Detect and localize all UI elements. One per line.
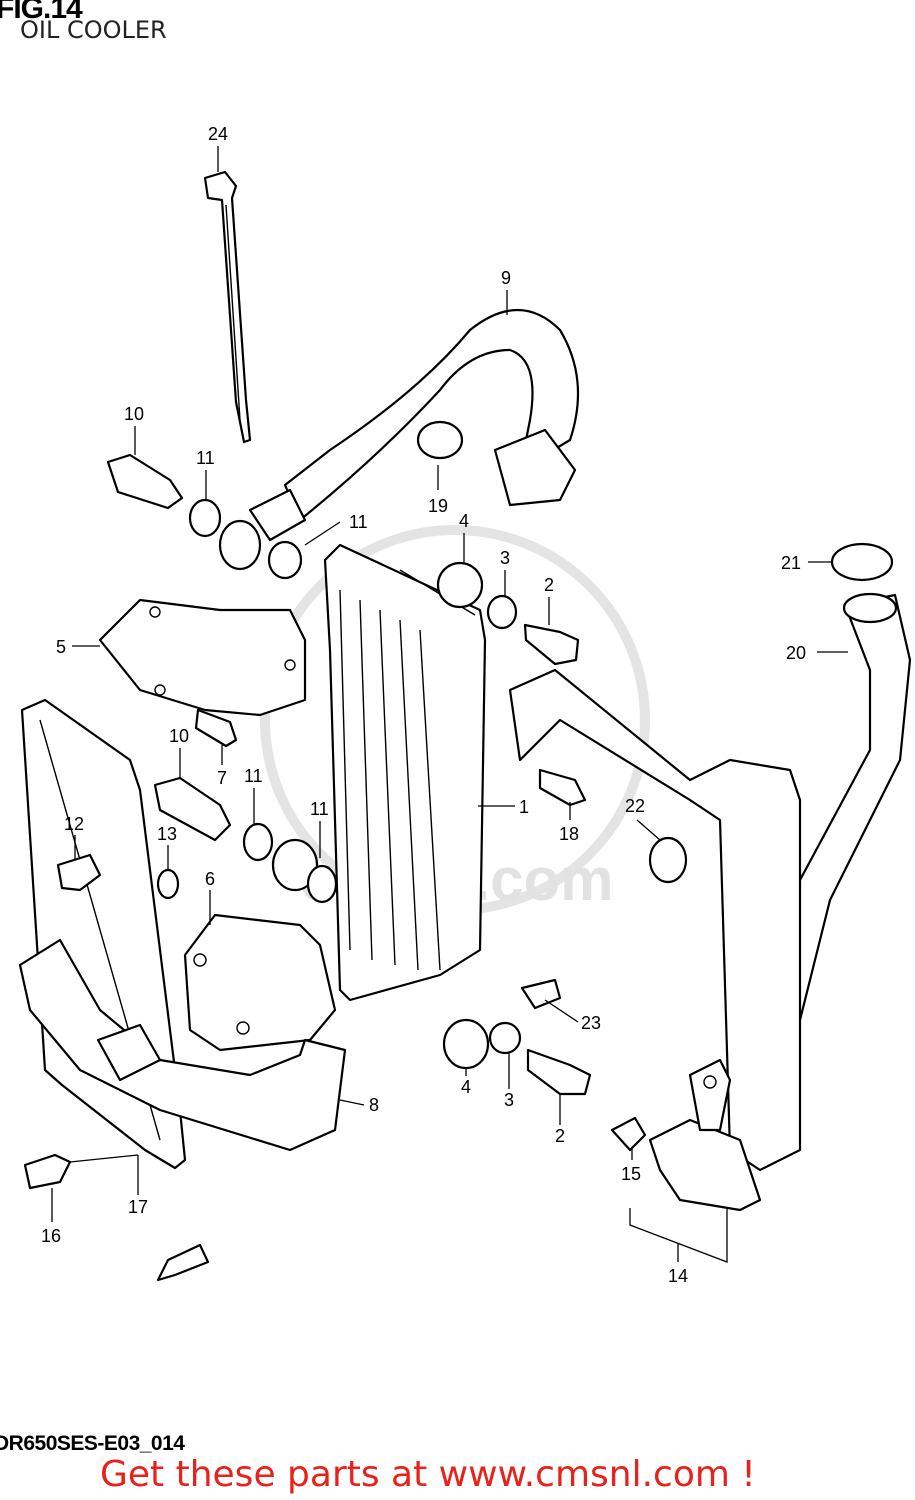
part-washer-22 [648,836,688,884]
callout-24: 24 [208,124,228,144]
callout-6: 6 [205,869,215,889]
part-o-ring-21 [830,542,894,582]
callout-20: 20 [786,643,806,663]
part-bolt-18 [538,768,587,807]
callout-19: 19 [428,496,448,516]
cta-link[interactable]: Get these parts at www.cmsnl.com ! [100,1454,756,1495]
part-cable-tie [203,170,252,444]
part-banjo-bolt-upper [106,453,307,580]
part-bolt-12 [56,853,102,892]
callout-21: 21 [781,553,801,573]
callout-22: 22 [625,796,645,816]
part-banjo-bolt-lower [153,776,338,904]
part-oil-cooler-core [323,543,487,1002]
callout-13: 13 [157,824,177,844]
callout-11-b: 11 [349,512,368,532]
callout-3-lower: 3 [504,1090,514,1110]
callout-11-c: 11 [244,766,263,786]
part-screw-7 [194,708,238,748]
part-cooler-guard [508,668,802,1212]
callout-23: 23 [581,1013,601,1033]
callout-2-lower: 2 [555,1126,565,1146]
callout-10-lower: 10 [169,726,189,746]
part-bracket-lower [183,913,337,1052]
callout-11-d: 11 [310,799,329,819]
part-oil-hose-upper [283,309,580,522]
part-oil-hose-lower [18,938,347,1152]
part-grommet-upper [436,561,580,666]
part-bolt-23 [520,978,562,1010]
part-cap-15 [610,1116,647,1152]
callout-11-a: 11 [196,448,215,468]
callout-15: 15 [621,1164,641,1184]
callout-3-upper: 3 [500,548,510,568]
fwd-arrow-icon [156,1243,210,1282]
callout-4-upper: 4 [459,511,469,531]
callout-9: 9 [501,268,511,288]
part-grommet-lower [442,1018,592,1096]
figure-title: OIL COOLER [20,16,167,44]
leader-lines [51,146,848,1263]
callout-16: 16 [41,1226,61,1246]
callout-8: 8 [369,1095,379,1115]
drawing-code: DR650SES-E03_014 [0,1432,185,1455]
callout-10-upper: 10 [124,404,144,424]
callout-17: 17 [128,1197,148,1217]
callout-1: 1 [519,797,529,817]
callout-labels: 24 9 10 11 11 19 4 3 2 21 20 5 10 7 11 1… [41,124,806,1286]
part-bolt-16 [23,1153,72,1190]
callout-4-lower: 4 [461,1077,471,1097]
part-clip-13 [156,868,180,900]
callout-2-upper: 2 [544,575,554,595]
callout-7: 7 [217,768,227,788]
callout-14: 14 [668,1266,688,1286]
callout-12: 12 [64,814,84,834]
part-bracket-upper [98,598,307,717]
figure-number: FIG.14 [0,0,83,25]
callout-18: 18 [559,824,579,844]
callout-5: 5 [56,637,66,657]
